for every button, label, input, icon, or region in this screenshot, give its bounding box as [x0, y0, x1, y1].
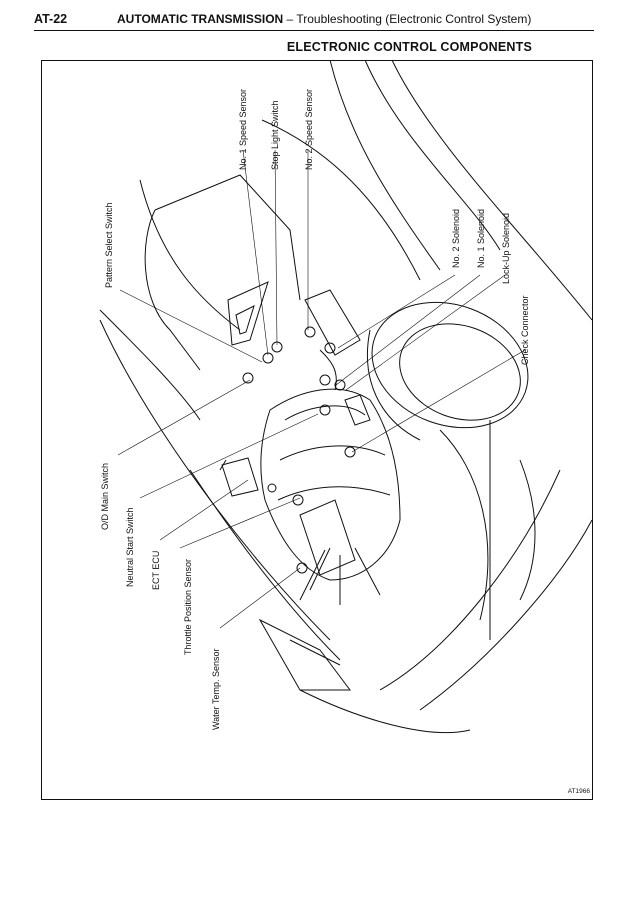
- label-pattern-select-switch: Pattern Select Switch: [104, 202, 114, 288]
- label-lockup-solenoid: Lock-Up Solenoid: [501, 213, 511, 284]
- leader-lines: [117, 149, 526, 629]
- label-throttle-position-sensor: Throttle Position Sensor: [183, 559, 193, 655]
- label-no2-speed-sensor: No. 2 Speed Sensor: [304, 89, 314, 170]
- label-neutral-start-switch: Neutral Start Switch: [125, 507, 135, 587]
- label-od-main-switch: O/D Main Switch: [100, 463, 110, 530]
- label-no1-solenoid: No. 1 Solenoid: [476, 209, 486, 268]
- label-stop-light-switch: Stop Light Switch: [270, 100, 280, 170]
- vehicle-outline: [99, 59, 593, 734]
- header-title-bold: AUTOMATIC TRANSMISSION: [117, 12, 284, 26]
- label-no1-speed-sensor: No. 1 Speed Sensor: [238, 89, 248, 170]
- label-ect-ecu: ECT ECU: [151, 551, 161, 590]
- header-title-rest: – Troubleshooting (Electronic Control Sy…: [283, 12, 532, 26]
- figure-code: AT1966: [567, 788, 590, 795]
- page-number: AT-22: [34, 12, 68, 26]
- page-header: AT-22 AUTOMATIC TRANSMISSION – Troublesh…: [34, 12, 594, 32]
- figure-frame: [41, 60, 593, 800]
- header-title: AUTOMATIC TRANSMISSION – Troubleshooting…: [117, 12, 531, 26]
- label-water-temp-sensor: Water Temp. Sensor: [211, 648, 221, 730]
- header-rule: [34, 30, 594, 31]
- section-title: ELECTRONIC CONTROL COMPONENTS: [286, 40, 532, 54]
- label-check-connector: Check Connector: [520, 295, 530, 365]
- label-no2-solenoid: No. 2 Solenoid: [451, 209, 461, 268]
